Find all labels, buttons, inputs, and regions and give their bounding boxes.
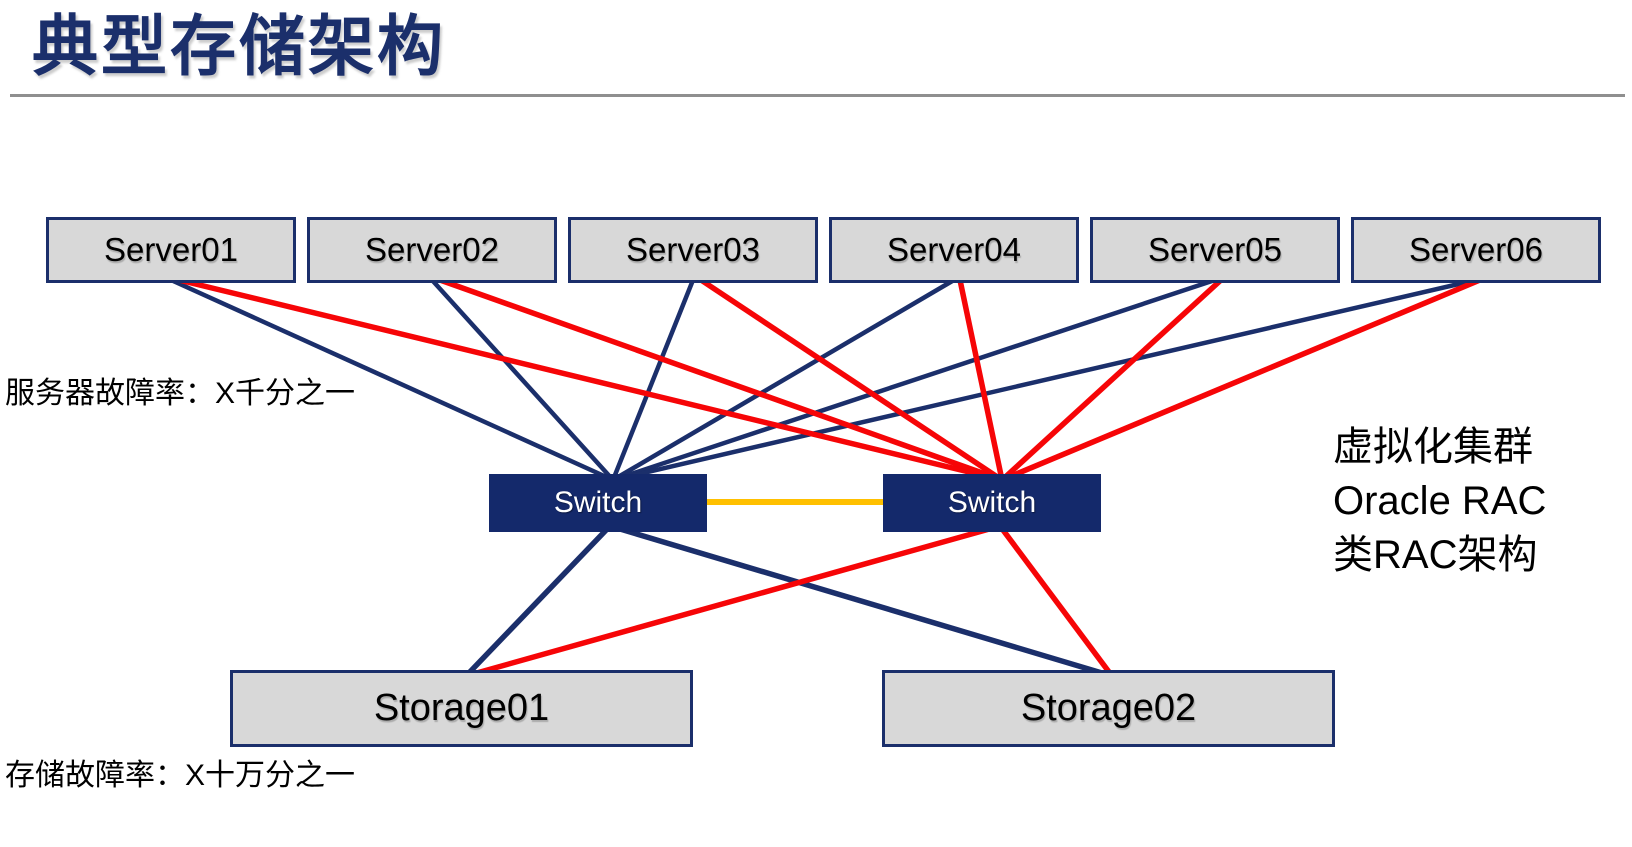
server-node-04: Server04: [829, 217, 1079, 283]
server-node-02: Server02: [307, 217, 557, 283]
server-node-06: Server06: [1351, 217, 1601, 283]
cluster-note-line-2: Oracle RAC: [1333, 479, 1547, 523]
storage-node-01: Storage01: [230, 670, 693, 747]
link-server06-switch-left: [612, 277, 1477, 483]
page-title: 典型存储架构: [32, 9, 446, 83]
link-switch-left-storage01: [464, 524, 612, 678]
cluster-note-line-3: 类RAC架构: [1333, 533, 1538, 577]
cluster-note-line-1: 虚拟化集群: [1333, 425, 1533, 469]
server-label: Server03: [626, 231, 760, 268]
switch-node-left: Switch: [489, 474, 707, 532]
server-node-05: Server05: [1090, 217, 1340, 283]
link-server06-switch-right: [1000, 277, 1482, 483]
title-divider: [10, 94, 1625, 97]
switch-label: Switch: [947, 486, 1037, 519]
link-server05-switch-left: [612, 277, 1216, 483]
link-switch-right-storage01: [465, 523, 1001, 679]
switch-label: Switch: [553, 486, 643, 519]
link-server03-switch-left: [610, 279, 696, 481]
server-label: Server04: [887, 231, 1021, 268]
link-server04-switch-right: [957, 279, 1005, 481]
link-server03-switch-right: [699, 277, 1004, 483]
link-server02-switch-left: [430, 278, 615, 482]
link-server05-switch-right: [1000, 277, 1223, 483]
storage-node-02: Storage02: [882, 670, 1335, 747]
server-node-03: Server03: [568, 217, 818, 283]
cluster-note: 虚拟化集群 Oracle RAC 类RAC架构: [1333, 420, 1546, 582]
link-server02-switch-right: [439, 277, 1003, 483]
server-label: Server02: [365, 231, 499, 268]
storage-failure-rate-label: 存储故障率：X十万分之一: [5, 759, 356, 792]
storage-label: Storage02: [1020, 687, 1197, 729]
server-node-01: Server01: [46, 217, 296, 283]
storage-label: Storage01: [373, 687, 550, 729]
link-server01-switch-left: [170, 277, 614, 483]
link-server01-switch-right: [178, 277, 1003, 483]
server-label: Server06: [1409, 231, 1543, 268]
link-switch-left-storage02: [609, 523, 1113, 679]
server-label: Server05: [1148, 231, 1282, 268]
link-server04-switch-left: [611, 278, 956, 482]
server-label: Server01: [104, 231, 238, 268]
link-switch-right-storage02: [997, 524, 1115, 678]
server-failure-rate-label: 服务器故障率：X千分之一: [5, 377, 356, 410]
switch-node-right: Switch: [883, 474, 1101, 532]
